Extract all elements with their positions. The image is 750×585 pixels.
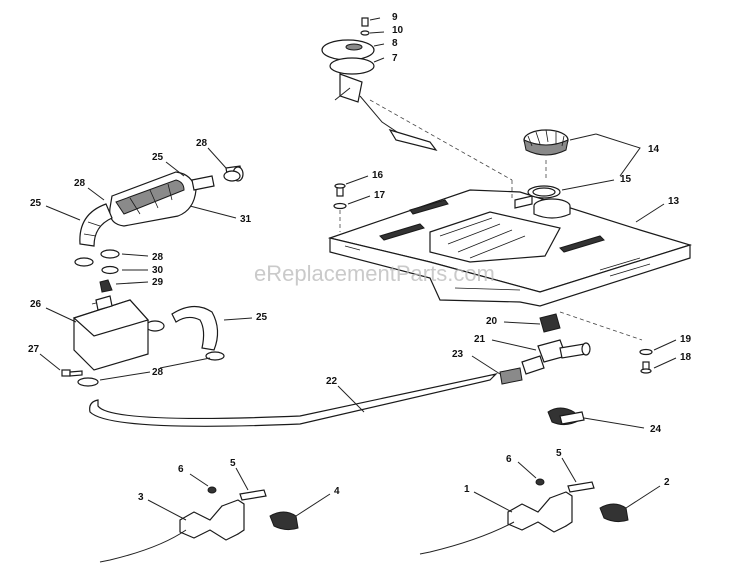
callout-17: 17 (374, 190, 386, 201)
callout-22: 22 (326, 376, 338, 387)
callout-13: 13 (668, 196, 680, 207)
callout-27: 27 (28, 344, 40, 355)
callout-21: 21 (474, 334, 486, 345)
callout-4: 4 (334, 486, 340, 497)
callout-10: 10 (392, 25, 404, 36)
reservoir-26 (72, 295, 150, 371)
callout-31: 31 (240, 214, 252, 225)
clamps-28 (74, 170, 241, 387)
callout-16: 16 (372, 170, 384, 181)
screw-27 (61, 369, 83, 377)
hose-25-right (171, 305, 219, 351)
fuel-line-22 (89, 372, 498, 427)
callout-28-top: 28 (196, 138, 208, 149)
callout-26: 26 (30, 299, 42, 310)
fuel-gauge-sender (321, 17, 513, 200)
callout-20: 20 (486, 316, 498, 327)
callout-18: 18 (680, 352, 692, 363)
screw-washer-18-19 (639, 348, 653, 374)
callout-28-bottom: 28 (152, 367, 164, 378)
callout-6-right: 6 (506, 454, 512, 465)
callout-24: 24 (650, 424, 662, 435)
callout-28-stack: 28 (152, 252, 164, 263)
fuel-filter-31 (109, 165, 244, 227)
hose-clamp-24 (547, 407, 585, 426)
fuel-tank (327, 189, 693, 341)
callout-25-left: 25 (30, 198, 42, 209)
callout-14: 14 (648, 144, 660, 155)
callout-labels: 9 10 8 7 14 15 13 16 17 19 18 20 21 23 (28, 12, 692, 521)
callout-15: 15 (620, 174, 632, 185)
callout-2: 2 (664, 477, 670, 488)
callout-8: 8 (392, 38, 398, 49)
callout-29: 29 (152, 277, 164, 288)
shutoff-valve (499, 313, 591, 385)
callout-7: 7 (392, 53, 398, 64)
callout-25-right: 25 (256, 312, 268, 323)
callout-6-left: 6 (178, 464, 184, 475)
cap-gasket (527, 185, 561, 199)
bracket-assembly-right (419, 478, 629, 555)
callout-9: 9 (392, 12, 398, 23)
callout-1: 1 (464, 484, 470, 495)
callout-5-left: 5 (230, 458, 236, 469)
callout-5-right: 5 (556, 448, 562, 459)
bracket-assembly-left (99, 486, 299, 563)
fuel-cap (523, 129, 569, 180)
watermark-text: eReplacementParts.com (254, 261, 495, 286)
callout-28-left: 28 (74, 178, 86, 189)
callout-23: 23 (452, 349, 464, 360)
screw-washer-16-17 (333, 183, 347, 232)
callout-19: 19 (680, 334, 692, 345)
callout-30: 30 (152, 265, 164, 276)
callout-25-top: 25 (152, 152, 164, 163)
callout-3: 3 (138, 492, 144, 503)
hose-25-left (79, 203, 113, 247)
